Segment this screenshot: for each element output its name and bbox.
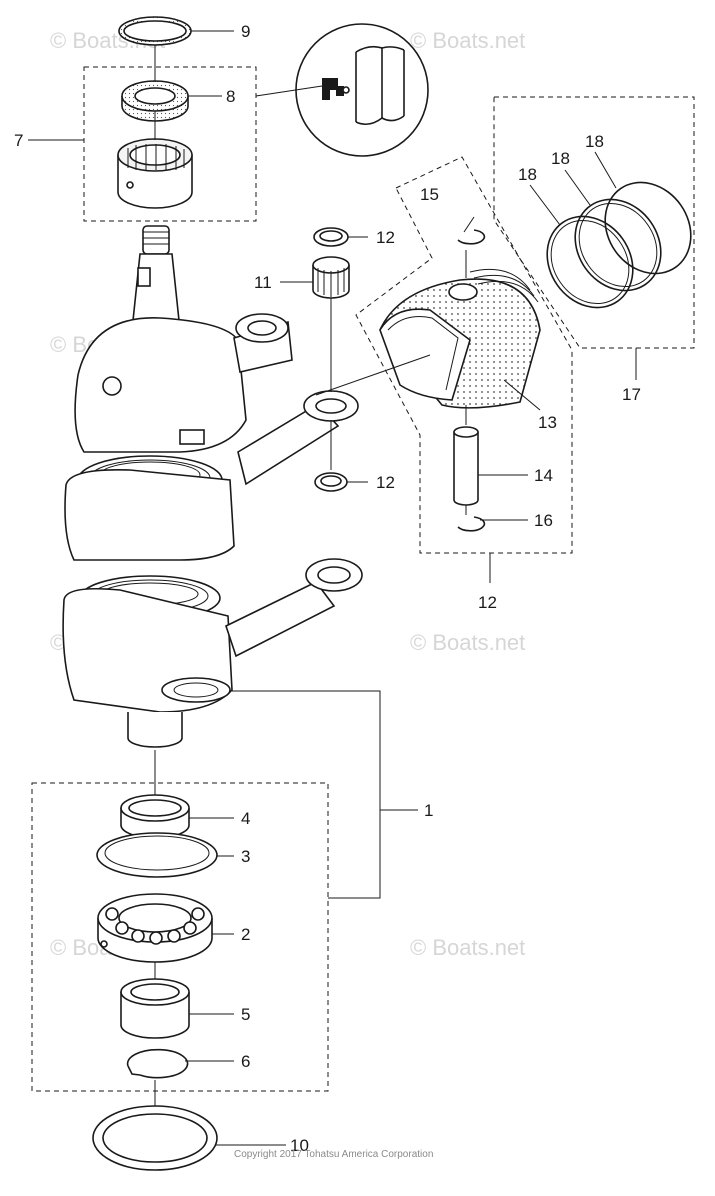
callout-18-b: 18 [551, 149, 570, 168]
needle-bearing-part-7 [117, 138, 193, 209]
leader-lines [28, 30, 637, 1146]
copyright-text: Copyright 2017 Tohatsu America Corporati… [234, 1149, 433, 1160]
callout-10: 10 [290, 1136, 309, 1155]
ball-bearing-part-2 [97, 893, 213, 963]
circlip-part-16-bottom [457, 516, 486, 532]
callout-14: 13 [538, 413, 557, 432]
watermark: © Boats.net [410, 935, 525, 960]
callout-18-a: 18 [518, 165, 537, 184]
callouts: 9 8 7 12 11 12 15 16 14 13 12 17 18 18 1… [14, 22, 641, 1155]
callout-16-bottom: 16 [534, 511, 553, 530]
callout-15: 14 [534, 466, 553, 485]
watermark: © Boats.net [410, 28, 525, 53]
o-ring-part-9 [118, 16, 192, 46]
callout-13: 12 [478, 593, 497, 612]
callout-16-top: 15 [420, 185, 439, 204]
sleeve-part-4 [120, 794, 190, 839]
piston-rings-part-18 [546, 181, 692, 309]
thrust-washer-part-12-top [313, 227, 349, 247]
callout-4: 4 [241, 809, 250, 828]
detail-circle [295, 23, 429, 157]
group-box-7 [83, 66, 257, 222]
callout-18-c: 18 [585, 132, 604, 151]
bushing-part-5 [120, 978, 190, 1039]
callout-9: 9 [241, 22, 250, 41]
callout-17: 17 [622, 385, 641, 404]
callout-12-bottom: 12 [376, 473, 395, 492]
o-ring-part-10 [92, 1105, 218, 1171]
watermark: © Boats.net [410, 630, 525, 655]
needle-bearing-part-11 [312, 256, 350, 299]
snap-ring-part-6 [126, 1048, 189, 1079]
callout-7: 7 [14, 131, 23, 150]
callout-11: 11 [254, 273, 272, 292]
circlip-part-16-top [457, 229, 486, 245]
callout-8: 8 [226, 87, 235, 106]
callout-2: 2 [241, 925, 250, 944]
group-box-17 [493, 96, 695, 349]
piston-pin-part-15 [453, 426, 479, 506]
piston-part-14 [379, 268, 541, 409]
callout-6: 6 [241, 1052, 250, 1071]
group-box-13 [355, 156, 573, 554]
callout-5: 5 [241, 1005, 250, 1024]
callout-12-top: 12 [376, 228, 395, 247]
callout-3: 3 [241, 847, 250, 866]
crankshaft [62, 225, 363, 748]
seal-plate-part-3 [96, 832, 218, 878]
callout-1: 1 [424, 801, 433, 820]
oil-seal-part-8 [121, 80, 189, 122]
group-box-1 [31, 782, 329, 1092]
thrust-washer-part-12-bottom [314, 472, 348, 492]
